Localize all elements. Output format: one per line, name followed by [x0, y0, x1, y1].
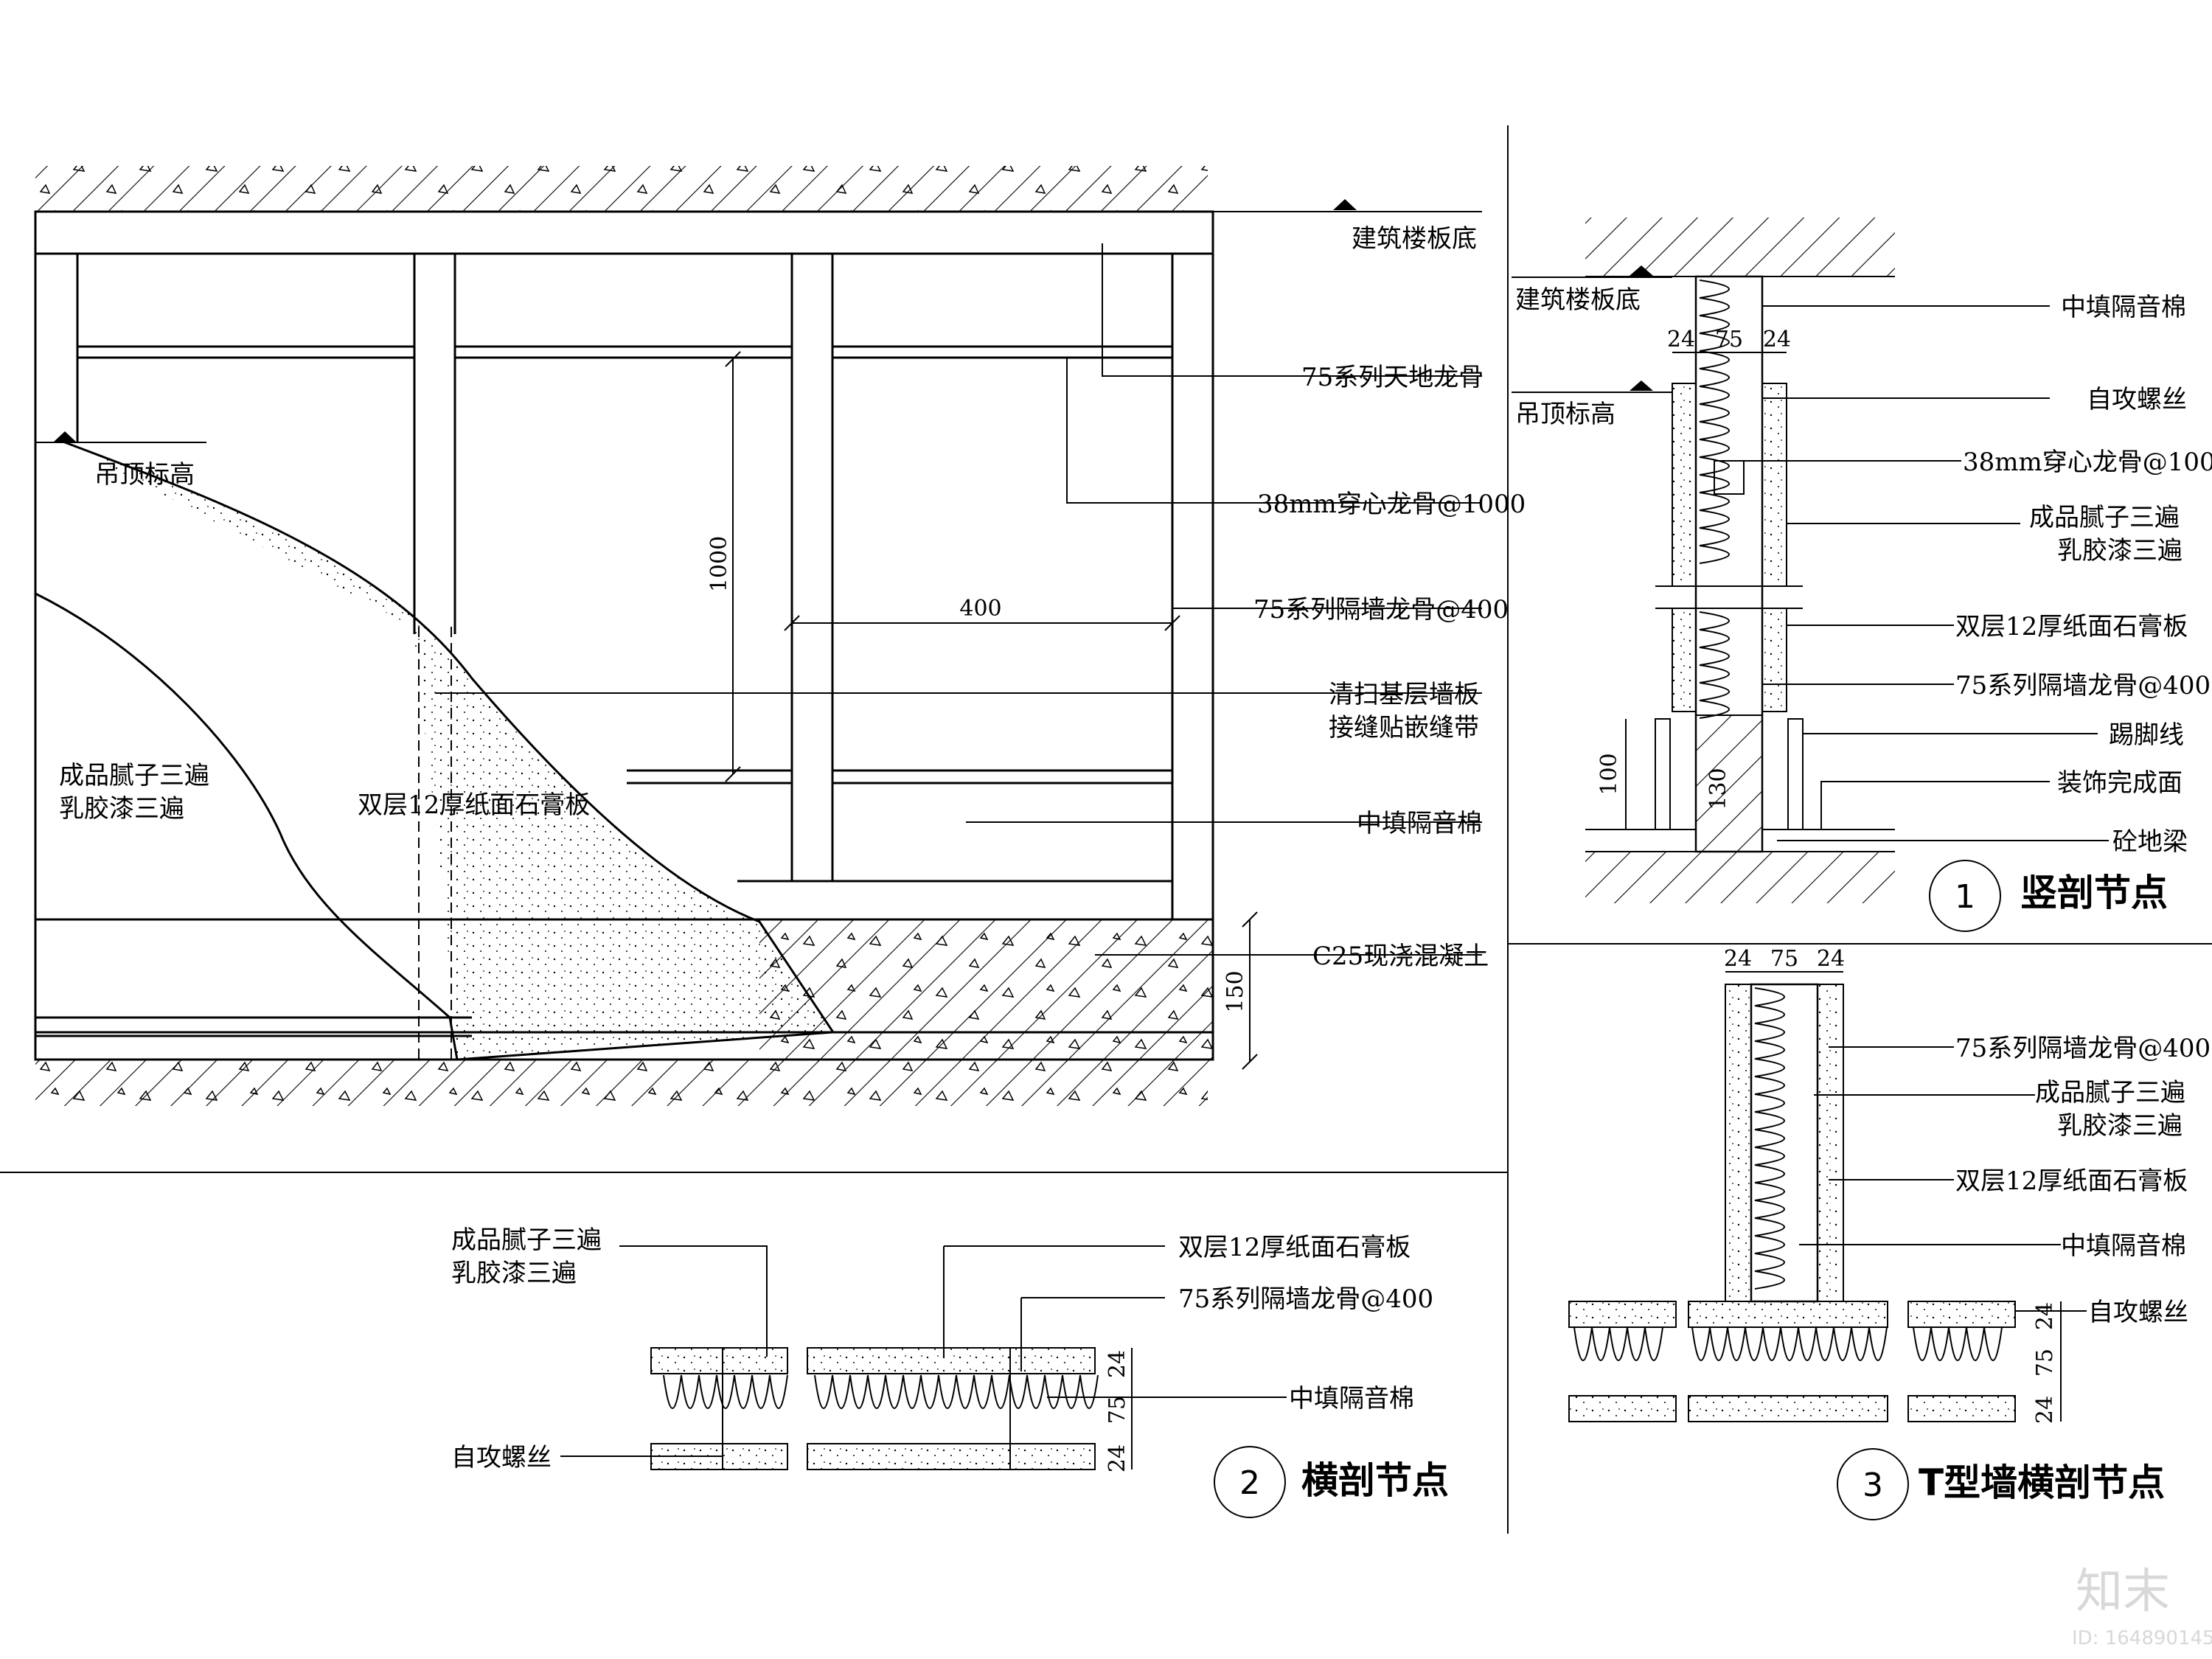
node2-number: 2 [1239, 1464, 1260, 1502]
node2-horizontal-section: 24 75 24 成品腻子三遍 乳胶漆三遍 自攻螺丝 双层12厚纸面石膏板 75… [451, 1225, 1449, 1518]
dim-150: 150 [1222, 970, 1248, 1012]
node2-label-gypsum: 双层12厚纸面石膏板 [1178, 1233, 1411, 1262]
node1-label-putty-1: 成品腻子三遍 [2029, 503, 2180, 532]
dim-400: 400 [959, 596, 1001, 622]
node3-dim-top-75: 75 [1770, 946, 1798, 972]
label-channel-38: 38mm穿心龙骨@1000 [1257, 490, 1526, 519]
node1-label-finish: 装饰完成面 [2057, 768, 2183, 798]
node2-title: 横剖节点 [1301, 1459, 1449, 1502]
label-insulation: 中填隔音棉 [1357, 809, 1482, 838]
dim-1000: 1000 [706, 536, 732, 592]
node1-dim-75: 75 [1715, 327, 1743, 352]
node1-dim-100: 100 [1596, 753, 1622, 795]
node1-label-putty-2: 乳胶漆三遍 [2057, 536, 2183, 566]
node2-dim-24b: 24 [1105, 1444, 1130, 1472]
label-slab-bottom: 建筑楼板底 [1352, 224, 1477, 254]
node3-label-putty-1: 成品腻子三遍 [2035, 1078, 2185, 1107]
node1-label-ceiling-level: 吊顶标高 [1515, 400, 1615, 429]
node1-badge [1929, 860, 2001, 932]
node1-dim-24b: 24 [1763, 327, 1791, 352]
node1-label-screw: 自攻螺丝 [2087, 385, 2187, 414]
node3-label-screw: 自攻螺丝 [2088, 1298, 2188, 1327]
node3-dim-top-24a: 24 [1724, 946, 1752, 972]
label-clean-2: 接缝贴嵌缝带 [1329, 713, 1479, 742]
node1-label-gypsum: 双层12厚纸面石膏板 [1955, 612, 2188, 641]
node3-title: T型墙横剖节点 [1919, 1461, 2165, 1504]
label-ceiling-level: 吊顶标高 [94, 460, 195, 490]
node3-label-insulation: 中填隔音棉 [2061, 1231, 2186, 1261]
node1-label-stud-75: 75系列隔墙龙骨@400 [1955, 671, 2211, 700]
node2-label-putty-2: 乳胶漆三遍 [451, 1259, 577, 1288]
node1-title: 竖剖节点 [2020, 872, 2168, 914]
node2-dim-24a: 24 [1105, 1350, 1130, 1378]
node1-label-insulation: 中填隔音棉 [2061, 293, 2186, 322]
watermark-id: ID: 1648901​45 [2072, 1627, 2212, 1649]
node3-dim-top-24b: 24 [1817, 946, 1845, 972]
label-putty-2: 乳胶漆三遍 [59, 794, 184, 824]
node1-dim-130: 130 [1705, 768, 1731, 810]
label-clean-1: 清扫基层墙板 [1329, 680, 1479, 709]
node1-label-skirting: 踢脚线 [2109, 720, 2184, 750]
main-elevation: 1000 400 150 建筑楼板底 75系列天地龙骨 38mm穿心龙骨@100… [34, 166, 1526, 1106]
label-track-75: 75系列天地龙骨 [1301, 363, 1484, 392]
node3-t-wall-section: 24 75 24 24 75 24 75系列隔墙龙骨@400 成品腻子三遍 乳胶… [1568, 946, 2211, 1520]
node2-dim-75: 75 [1105, 1396, 1130, 1424]
node1-label-beam: 砼地梁 [2112, 827, 2188, 857]
node3-dim-side-75: 75 [2032, 1349, 2058, 1377]
node1-label-channel-38: 38mm穿心龙骨@1000 [1963, 448, 2212, 477]
node3-badge [1837, 1448, 1909, 1520]
node2-label-stud-75: 75系列隔墙龙骨@400 [1178, 1284, 1433, 1314]
label-concrete: C25现浇混凝土 [1312, 942, 1489, 971]
node1-vertical-section: 24 75 24 100 130 建筑楼板底 吊顶标高 中填隔音棉 自攻螺丝 3… [1512, 218, 2212, 932]
putty-layer-edge [35, 592, 459, 1060]
studs [76, 254, 1174, 919]
node2-label-insulation: 中填隔音棉 [1289, 1384, 1414, 1413]
label-stud-75: 75系列隔墙龙骨@400 [1253, 595, 1509, 625]
node2-label-screw: 自攻螺丝 [451, 1443, 552, 1472]
node3-dim-side-24a: 24 [2032, 1302, 2058, 1330]
node1-label-slab-bottom: 建筑楼板底 [1515, 285, 1641, 315]
watermark-logo: 知末 [2076, 1565, 2170, 1619]
label-putty-1: 成品腻子三遍 [59, 761, 209, 790]
node3-label-gypsum: 双层12厚纸面石膏板 [1955, 1166, 2188, 1196]
node3-dim-side-24b: 24 [2032, 1396, 2058, 1424]
node2-label-putty-1: 成品腻子三遍 [451, 1225, 602, 1255]
node3-number: 3 [1863, 1467, 1883, 1504]
node3-label-putty-2: 乳胶漆三遍 [2057, 1111, 2183, 1141]
node1-number: 1 [1955, 878, 1975, 916]
node1-dim-24a: 24 [1667, 327, 1695, 352]
label-gypsum: 双层12厚纸面石膏板 [358, 790, 590, 820]
node3-label-stud-75: 75系列隔墙龙骨@400 [1955, 1034, 2211, 1063]
node2-badge [1214, 1446, 1286, 1518]
wall-frame [34, 210, 1214, 1061]
